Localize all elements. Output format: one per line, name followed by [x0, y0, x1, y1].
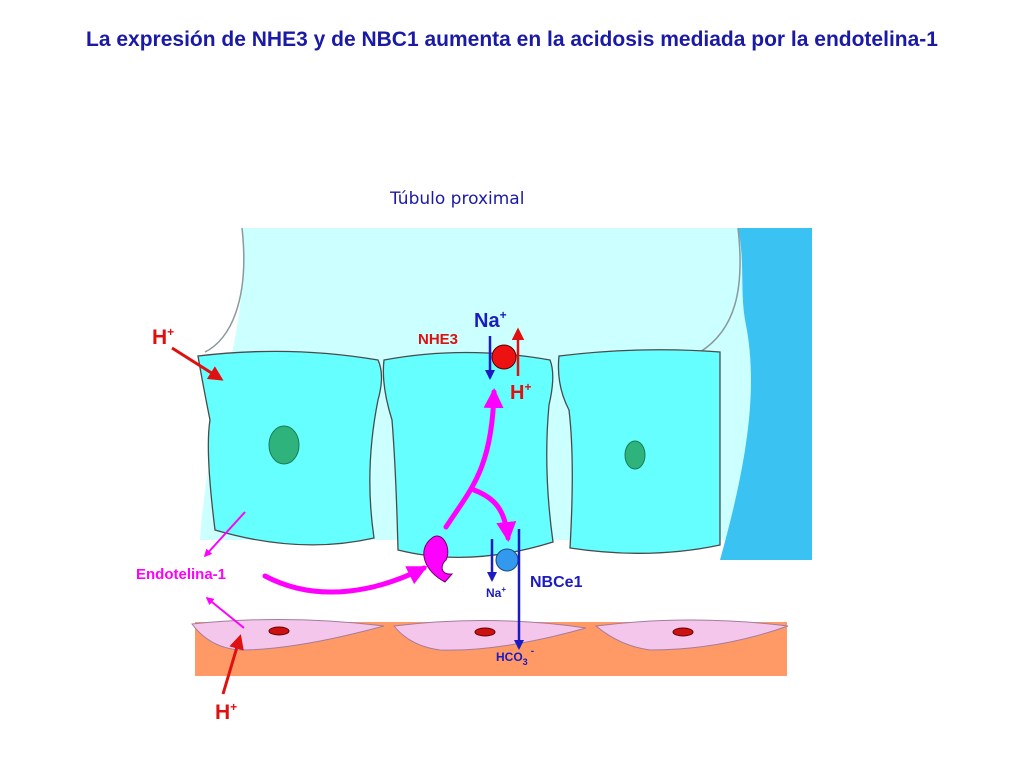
h-ion-arrow [221, 634, 244, 695]
endothelin-release-arrow [205, 596, 245, 629]
nbce1-transporter [495, 548, 519, 572]
nbce1-label: NBCe1 [530, 574, 583, 591]
endothelin-release-arrow [203, 511, 246, 558]
endothelin-receptor [423, 535, 454, 583]
tubule-wall [720, 228, 812, 560]
na-ion-label-small: Na+ [486, 585, 506, 600]
na-ion-label: Na+ [474, 308, 507, 332]
endothelial-cell [594, 619, 789, 651]
endothelial-nucleus [474, 627, 496, 637]
cell-nucleus [268, 425, 300, 465]
h-ion-label: H+ [510, 380, 531, 404]
signaling-arrow [443, 388, 504, 530]
signaling-arrow [471, 487, 517, 542]
endothelial-nucleus [672, 627, 694, 637]
nhe3-label: NHE3 [418, 331, 458, 348]
signaling-arrow [262, 565, 428, 595]
h-ion-arrow [171, 346, 224, 381]
hco3-label: HCO3- [496, 646, 534, 667]
nhe3-transporter [491, 344, 517, 370]
page-title: La expresión de NHE3 y de NBC1 aumenta e… [86, 28, 938, 51]
tubule-label: Túbulo proximal [389, 189, 524, 209]
endothelin-label: Endotelina-1 [136, 566, 226, 583]
h-ion-label: H+ [215, 700, 237, 724]
cell-nucleus [624, 440, 646, 470]
endothelial-nucleus [268, 626, 290, 636]
epithelial-cell-middle [382, 351, 554, 558]
h-ion-label: H+ [152, 325, 174, 349]
